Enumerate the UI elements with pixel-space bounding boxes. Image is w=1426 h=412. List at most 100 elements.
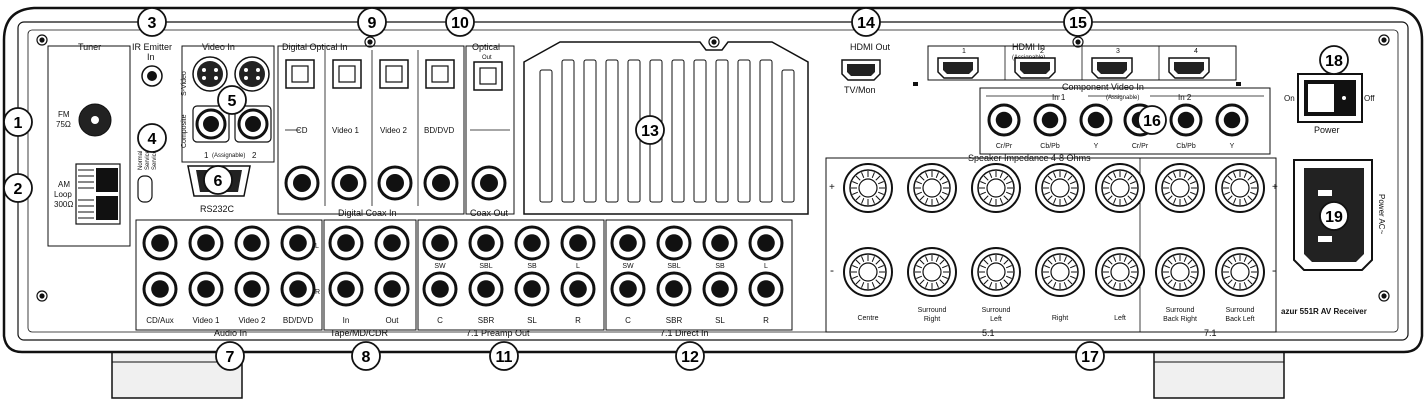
tuner-label: Tuner (78, 42, 101, 52)
tape-out-right[interactable] (374, 271, 410, 307)
am-label: AM (58, 180, 70, 189)
hdmi-input-port-3[interactable] (1091, 57, 1133, 79)
audio-in-video-2-left[interactable] (234, 225, 270, 261)
coax-output[interactable] (471, 165, 507, 201)
component-jack-in2-cb-pb[interactable] (1169, 103, 1203, 137)
speaker-terminal-surround-right-positive[interactable] (907, 163, 957, 213)
preamp-out-c[interactable] (422, 271, 458, 307)
direct-in-sb[interactable] (702, 225, 738, 261)
power-ac-label: Power AC~ (1377, 194, 1386, 235)
speaker-plus-right: + (1272, 182, 1278, 193)
speaker-terminal-left-negative[interactable] (1095, 247, 1145, 297)
speaker-terminal-surround-left-negative[interactable] (971, 247, 1021, 297)
audio-in-video-2-right[interactable] (234, 271, 270, 307)
power-switch[interactable] (1297, 73, 1363, 123)
speaker-label-right: Right (1052, 315, 1068, 322)
optical-input-video-2[interactable] (379, 59, 409, 89)
direct-in-sw[interactable] (610, 225, 646, 261)
speaker-terminal-centre-negative[interactable] (843, 247, 893, 297)
direct-in-l[interactable] (748, 225, 784, 261)
optical-input-video-1[interactable] (332, 59, 362, 89)
composite-label: Composite (181, 114, 188, 148)
video-in-section: Video In S-Video Composite 1 (Assignable… (181, 42, 275, 163)
tape-in-left[interactable] (328, 225, 364, 261)
service-1-label: Service 1 (145, 144, 151, 170)
hdmi-out-section: HDMI Out TV/Mon (841, 42, 918, 95)
speaker-terminal-right-negative[interactable] (1035, 247, 1085, 297)
speaker-terminal-surround-back-left-negative[interactable] (1215, 247, 1265, 297)
tape-in-right[interactable] (328, 271, 364, 307)
callout-16: 16 (1137, 105, 1167, 135)
preamp-out-l[interactable] (560, 225, 596, 261)
direct-in-sl[interactable] (702, 271, 738, 307)
component-jack-in2-y[interactable] (1215, 103, 1249, 137)
coax-input-video-1[interactable] (331, 165, 367, 201)
audio-in-bd-dvd-right[interactable] (280, 271, 316, 307)
optical-input-bd-dvd[interactable] (425, 59, 455, 89)
s-video-jack-2[interactable] (234, 56, 270, 92)
service-switch[interactable] (137, 175, 153, 203)
direct-in-r[interactable] (748, 271, 784, 307)
audio-in-cd-aux-right[interactable] (142, 271, 178, 307)
hdmi-input-port-1[interactable] (937, 57, 979, 79)
tape-label-in: In (343, 316, 350, 325)
preamp-out-r[interactable] (560, 271, 596, 307)
component-video-label: Component Video In (1062, 82, 1144, 92)
coax-input-cd[interactable] (284, 165, 320, 201)
speaker-terminal-surround-right-negative[interactable] (907, 247, 957, 297)
callout-number-3: 3 (148, 15, 157, 32)
preamp-out-label-r: R (575, 316, 581, 325)
callout-4: 4 (137, 123, 167, 153)
audio-in-r-label: R (315, 289, 320, 296)
audio-in-video-1-left[interactable] (188, 225, 224, 261)
speaker-terminal-surround-back-right-negative[interactable] (1155, 247, 1205, 297)
callout-13: 13 (635, 115, 665, 145)
audio-in-video-1-right[interactable] (188, 271, 224, 307)
speaker-terminal-left-positive[interactable] (1095, 163, 1145, 213)
preamp-out-sbl[interactable] (468, 225, 504, 261)
component-jack-in1-y[interactable] (1079, 103, 1113, 137)
power-section: On Off Power (1284, 73, 1375, 135)
speaker-plus-left: + (829, 182, 835, 193)
hdmi-input-port-4[interactable] (1168, 57, 1210, 79)
callout-3: 3 (137, 7, 167, 37)
optical-input-cd[interactable] (285, 59, 315, 89)
audio-in-bd-dvd-left[interactable] (280, 225, 316, 261)
coax-input-bd-dvd[interactable] (423, 165, 459, 201)
preamp-out-sb[interactable] (514, 225, 550, 261)
direct-in-sbl[interactable] (656, 225, 692, 261)
audio-in-cd-aux-left[interactable] (142, 225, 178, 261)
loop-label: Loop (54, 190, 72, 199)
power-on-label: On (1284, 94, 1295, 103)
optical-output[interactable] (473, 61, 503, 91)
callout-number-19: 19 (1325, 209, 1343, 226)
speaker-terminal-surround-back-left-positive[interactable] (1215, 163, 1265, 213)
rs232c-label: RS232C (200, 204, 235, 214)
hdmi-output-port[interactable] (841, 59, 881, 81)
am-loop-terminal[interactable] (75, 163, 121, 225)
hdmi-input-port-2[interactable] (1014, 57, 1056, 79)
speaker-terminal-right-positive[interactable] (1035, 163, 1085, 213)
speaker-terminal-surround-left-positive[interactable] (971, 163, 1021, 213)
callout-number-1: 1 (14, 115, 23, 132)
preamp-out-sbr[interactable] (468, 271, 504, 307)
service-normal-label: Normal (138, 151, 144, 170)
speaker-label-left: Left (1114, 315, 1126, 322)
component-jack-in1-cb-pb[interactable] (1033, 103, 1067, 137)
composite-jack-2[interactable] (237, 108, 269, 140)
preamp-out-sl[interactable] (514, 271, 550, 307)
preamp-out-sw[interactable] (422, 225, 458, 261)
audio-in-label-bd-dvd: BD/DVD (283, 316, 313, 325)
speaker-terminal-surround-back-right-positive[interactable] (1155, 163, 1205, 213)
coax-input-video-2[interactable] (377, 165, 413, 201)
composite-jack-1[interactable] (195, 108, 227, 140)
component-jack-in1-cr-pr[interactable] (987, 103, 1021, 137)
speaker-terminal-centre-positive[interactable] (843, 163, 893, 213)
tape-out-left[interactable] (374, 225, 410, 261)
direct-in-sbr[interactable] (656, 271, 692, 307)
direct-in-c[interactable] (610, 271, 646, 307)
s-video-jack-1[interactable] (192, 56, 228, 92)
